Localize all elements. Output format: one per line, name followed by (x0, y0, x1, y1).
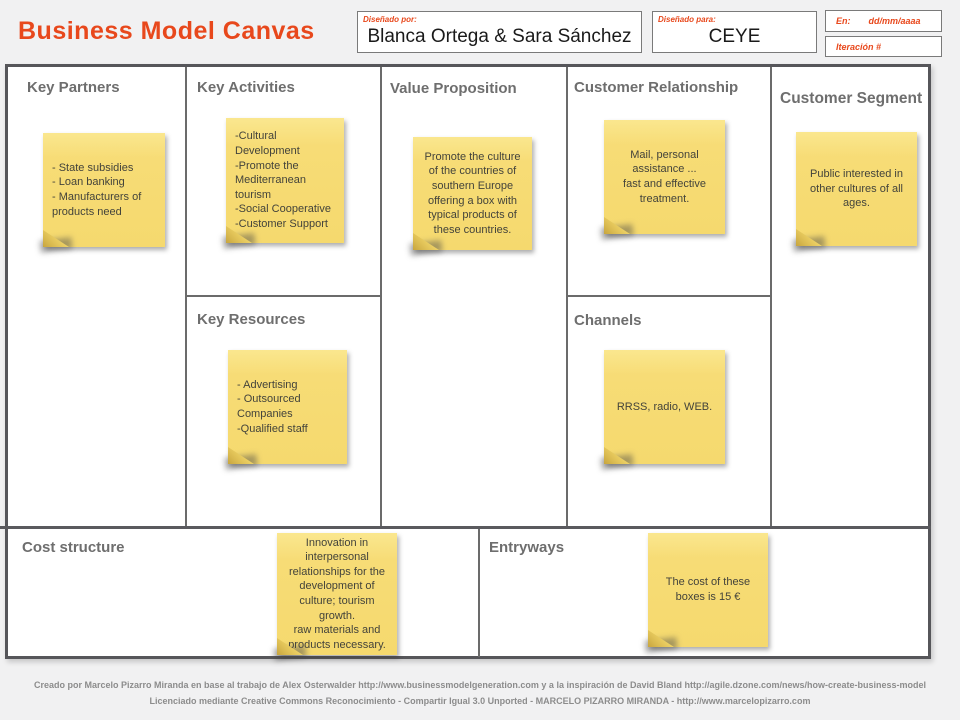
section-key-resources: Key Resources - Advertising - Outsourced… (187, 297, 380, 527)
sticky-note-text: RRSS, radio, WEB. (616, 400, 713, 413)
section-channels: Channels RRSS, radio, WEB. (568, 297, 770, 527)
sticky-note-text: Innovation in interpersonal relationship… (288, 536, 386, 651)
section-key-partners: Key Partners - State subsidies - Loan ba… (8, 67, 185, 527)
divider-bottom-row (0, 526, 931, 529)
section-cost-structure: Cost structure Innovation in interperson… (8, 529, 478, 657)
section-value-proposition: Value Proposition Promote the culture of… (382, 67, 566, 527)
section-customer-segment: Customer Segment Public interested in ot… (772, 67, 928, 527)
sticky-note-text: - State subsidies - Loan banking - Manuf… (52, 161, 142, 218)
divider-vertical-3 (566, 67, 568, 527)
section-title: Channels (574, 312, 642, 329)
section-title: Customer Relationship (574, 79, 739, 96)
sticky-note-cost-structure[interactable]: Innovation in interpersonal relationship… (277, 533, 397, 655)
sticky-note-customer-segment[interactable]: Public interested in other cultures of a… (796, 132, 917, 246)
divider-horizontal-right (566, 295, 772, 297)
page-title: Business Model Canvas (18, 17, 315, 45)
iteration-label: Iteración # (836, 41, 882, 52)
section-title: Entryways (489, 539, 565, 556)
sticky-note-text: Public interested in other cultures of a… (810, 168, 903, 210)
sticky-note-text: -Cultural Development -Promote the Medit… (235, 130, 331, 231)
divider-horizontal-left (185, 295, 382, 297)
section-title: Customer Segment (780, 90, 923, 107)
designed-by-value[interactable]: Blanca Ortega & Sara Sánchez (367, 26, 632, 47)
designed-by-label: Diseñado por: (363, 15, 417, 24)
date-line: En: dd/mm/aaaa (836, 11, 921, 31)
section-title: Key Partners (27, 79, 120, 96)
section-customer-relationship: Customer Relationship Mail, personal ass… (568, 67, 770, 295)
designed-for-label: Diseñado para: (658, 15, 716, 24)
sticky-note-text: Promote the culture of the countries of … (424, 150, 521, 236)
section-key-activities: Key Activities -Cultural Development -Pr… (187, 67, 380, 295)
section-title: Key Activities (197, 79, 295, 96)
sticky-note-text: - Advertising - Outsourced Companies -Qu… (237, 378, 308, 435)
iteration-line: Iteración # (836, 37, 881, 56)
sticky-note-key-partners[interactable]: - State subsidies - Loan banking - Manuf… (43, 133, 165, 247)
sticky-note-channels[interactable]: RRSS, radio, WEB. (604, 350, 725, 464)
footer-license-line: Licenciado mediante Creative Commons Rec… (149, 696, 811, 706)
date-label: En: (836, 16, 851, 26)
sticky-note-entryways[interactable]: The cost of these boxes is 15 € (648, 533, 768, 647)
designed-for-value[interactable]: CEYE (708, 26, 761, 47)
sticky-note-key-activities[interactable]: -Cultural Development -Promote the Medit… (226, 118, 344, 243)
section-title: Cost structure (22, 539, 125, 556)
sticky-note-text: Mail, personal assistance ... fast and e… (623, 148, 706, 205)
designed-by-field[interactable]: Diseñado por: Blanca Ortega & Sara Sánch… (357, 11, 642, 53)
sticky-note-customer-relationship[interactable]: Mail, personal assistance ... fast and e… (604, 120, 725, 234)
designed-for-field[interactable]: Diseñado para: CEYE (652, 11, 817, 53)
sticky-note-key-resources[interactable]: - Advertising - Outsourced Companies -Qu… (228, 350, 347, 464)
section-title: Key Resources (197, 311, 306, 328)
date-field[interactable]: En: dd/mm/aaaa (825, 10, 942, 32)
footer-credit-line: Creado por Marcelo Pizarro Miranda en ba… (33, 680, 927, 690)
date-value[interactable]: dd/mm/aaaa (868, 16, 921, 26)
divider-cost-entry (478, 529, 480, 657)
divider-vertical-2 (380, 67, 382, 527)
iteration-field[interactable]: Iteración # (825, 36, 942, 57)
divider-vertical-1 (185, 67, 187, 527)
section-entryways: Entryways The cost of these boxes is 15 … (480, 529, 928, 657)
sticky-note-value-proposition[interactable]: Promote the culture of the countries of … (413, 137, 532, 250)
section-title: Value Proposition (390, 80, 517, 97)
divider-vertical-4 (770, 67, 772, 527)
sticky-note-text: The cost of these boxes is 15 € (665, 576, 751, 603)
